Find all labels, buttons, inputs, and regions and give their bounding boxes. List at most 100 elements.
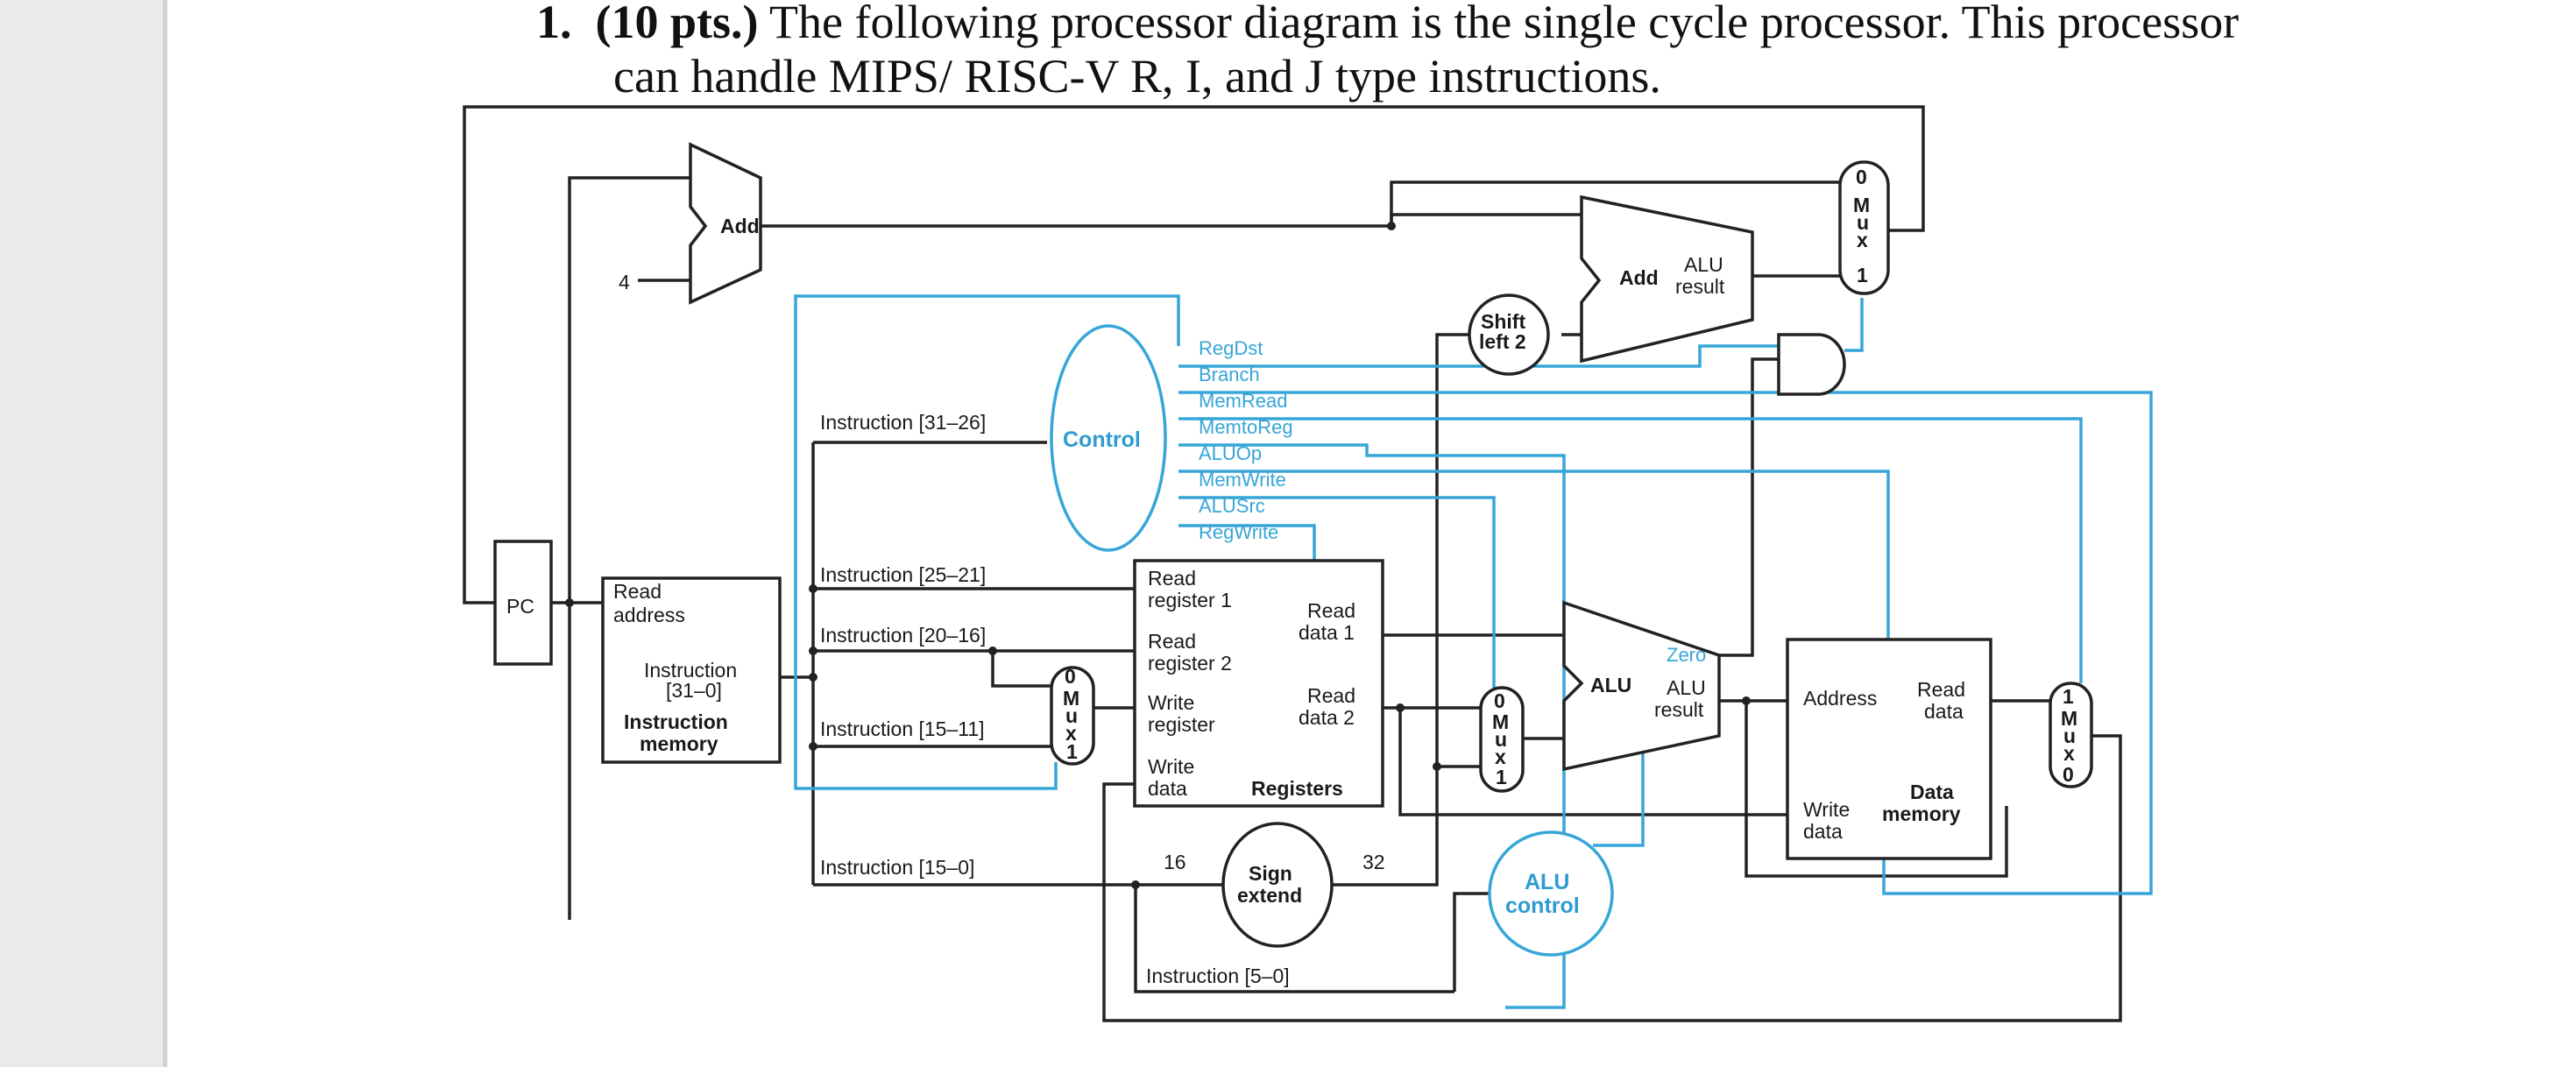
svg-text:M: M	[1492, 710, 1509, 733]
svg-text:Add: Add	[1619, 266, 1659, 289]
const-4-label: 4	[619, 271, 630, 293]
alusrc-mux: 0 M u x 1	[1479, 686, 1525, 793]
svg-text:x: x	[2063, 742, 2075, 765]
svg-text:Shift: Shift	[1481, 310, 1525, 333]
svg-text:register: register	[1148, 713, 1215, 736]
branch-and-gate	[1777, 333, 1846, 396]
svg-text:Read: Read	[1307, 684, 1355, 707]
sign-extend: Sign extend 16 32	[1164, 822, 1385, 948]
svg-text:Read: Read	[1148, 630, 1196, 653]
svg-text:x: x	[1065, 722, 1077, 745]
svg-text:1: 1	[2063, 685, 2074, 708]
svg-text:control: control	[1505, 894, 1580, 918]
pc-adder: Add 4	[619, 142, 762, 305]
svg-text:result: result	[1654, 698, 1704, 721]
svg-text:Data: Data	[1910, 781, 1954, 803]
svg-text:Read: Read	[1307, 599, 1355, 622]
question-line-1: The following processor diagram is the s…	[769, 0, 2240, 48]
svg-text:Instruction: Instruction	[644, 659, 737, 682]
question-points: (10 pts.)	[595, 0, 759, 48]
data-memory: Address Read data Write data Data memory	[1786, 638, 1992, 860]
svg-text:x: x	[1495, 745, 1506, 768]
signal-memtoreg: MemtoReg	[1199, 416, 1293, 438]
svg-text:32: 32	[1362, 851, 1385, 873]
svg-text:ALU: ALU	[1590, 674, 1631, 696]
signal-regdst: RegDst	[1199, 337, 1263, 359]
svg-text:u: u	[1857, 211, 1869, 234]
svg-text:Zero: Zero	[1667, 644, 1706, 666]
svg-text:extend: extend	[1237, 884, 1302, 907]
svg-text:Write: Write	[1148, 691, 1194, 714]
instruction-field-labels: Instruction [31–26] Instruction [25–21] …	[820, 411, 1290, 987]
svg-text:Instruction [25–21]: Instruction [25–21]	[820, 563, 986, 586]
svg-text:Instruction [15–0]: Instruction [15–0]	[820, 856, 974, 879]
question-text: 1. (10 pts.) The following processor dia…	[536, 0, 2464, 103]
svg-text:left 2: left 2	[1479, 330, 1526, 353]
alu: ALU Zero ALU result	[1562, 600, 1721, 772]
svg-text:1: 1	[1066, 740, 1078, 763]
svg-text:M: M	[1853, 194, 1870, 216]
svg-text:ALU: ALU	[1525, 870, 1569, 894]
pc-register: PC	[493, 540, 553, 666]
svg-text:Instruction [20–16]: Instruction [20–16]	[820, 624, 986, 647]
svg-text:register 2: register 2	[1148, 652, 1232, 675]
datapath-wires	[463, 105, 2122, 1022]
svg-text:data: data	[1148, 777, 1187, 800]
regdst-mux: 0 M u x 1	[1050, 665, 1095, 766]
svg-text:memory: memory	[640, 732, 718, 755]
svg-text:data 1: data 1	[1299, 621, 1355, 644]
svg-text:result: result	[1675, 275, 1725, 298]
control-unit: Control	[1050, 324, 1167, 552]
branch-adder: Add ALU result	[1580, 194, 1754, 364]
svg-text:Read: Read	[1917, 678, 1965, 701]
register-file: Read register 1 Read register 2 Write re…	[1133, 559, 1384, 808]
svg-text:u: u	[1065, 704, 1078, 727]
svg-text:data 2: data 2	[1299, 706, 1355, 729]
instruction-memory: Read address Instruction [31–0] Instruct…	[601, 576, 782, 764]
svg-text:0: 0	[1065, 665, 1076, 688]
svg-text:Write: Write	[1803, 798, 1850, 821]
svg-text:16: 16	[1164, 851, 1186, 873]
svg-text:ALU: ALU	[1667, 676, 1706, 699]
svg-text:Read: Read	[1148, 567, 1196, 590]
svg-text:0: 0	[1856, 166, 1867, 188]
svg-text:1: 1	[1496, 766, 1507, 788]
svg-text:ALU: ALU	[1684, 253, 1723, 276]
svg-text:memory: memory	[1882, 802, 1961, 825]
svg-text:M: M	[1063, 687, 1079, 710]
pc-label: PC	[506, 595, 534, 618]
question-line-2: can handle MIPS/ RISC-V R, I, and J type…	[613, 50, 1661, 102]
svg-text:M: M	[2061, 707, 2077, 730]
svg-text:Instruction [15–11]: Instruction [15–11]	[820, 717, 985, 740]
svg-text:u: u	[2063, 724, 2076, 747]
svg-text:data: data	[1803, 820, 1843, 843]
signal-regwrite: RegWrite	[1199, 521, 1278, 543]
svg-text:Instruction: Instruction	[624, 710, 728, 733]
svg-text:[31–0]: [31–0]	[666, 679, 722, 702]
memtoreg-mux: 1 M u x 0	[2049, 682, 2093, 788]
shift-left-2: Shift left 2	[1468, 293, 1550, 376]
svg-text:u: u	[1495, 728, 1507, 751]
left-margin-border	[163, 0, 167, 1067]
left-margin-panel	[0, 0, 163, 1067]
junction-dots	[565, 222, 1751, 889]
svg-text:0: 0	[2063, 763, 2074, 786]
svg-text:Address: Address	[1803, 687, 1877, 710]
svg-text:register 1: register 1	[1148, 589, 1232, 611]
svg-text:Instruction [31–26]: Instruction [31–26]	[820, 411, 986, 434]
signal-memwrite: MemWrite	[1199, 469, 1286, 491]
svg-text:Instruction [5–0]: Instruction [5–0]	[1146, 965, 1290, 987]
svg-text:Write: Write	[1148, 755, 1194, 778]
signal-memread: MemRead	[1199, 390, 1287, 412]
alu-control: ALU control	[1488, 830, 1614, 957]
control-label: Control	[1063, 428, 1141, 452]
signal-alusrc: ALUSrc	[1199, 495, 1265, 517]
pc-adder-label: Add	[720, 215, 760, 237]
svg-text:Sign: Sign	[1249, 862, 1292, 885]
svg-text:address: address	[613, 604, 685, 626]
pcsrc-mux: 0 M u x 1	[1838, 160, 1890, 295]
signal-branch: Branch	[1199, 364, 1260, 385]
svg-text:x: x	[1857, 229, 1868, 251]
svg-text:data: data	[1924, 700, 1964, 723]
